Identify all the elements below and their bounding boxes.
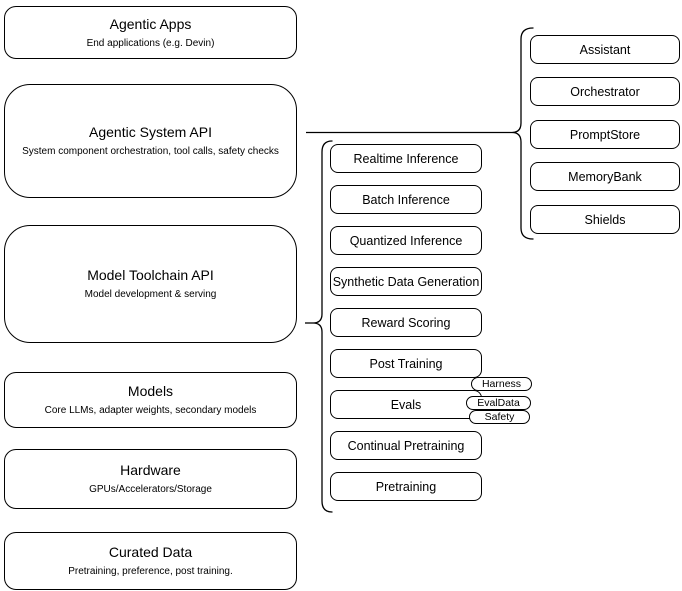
node-label: Shields [584,212,626,227]
node-label: Synthetic Data Generation [332,274,480,289]
node-orchestrator[interactable]: Orchestrator [530,77,680,106]
node-label: Orchestrator [570,84,640,99]
node-title: Models [127,383,174,399]
node-agentic-apps[interactable]: Agentic Apps End applications (e.g. Devi… [4,6,297,59]
node-batch-inference[interactable]: Batch Inference [330,185,482,214]
tag-evaldata[interactable]: EvalData [466,396,531,410]
node-title: Agentic Apps [109,15,192,32]
node-label: Continual Pretraining [347,438,465,453]
tag-safety[interactable]: Safety [469,410,530,424]
tag-label: Safety [484,411,515,423]
node-memorybank[interactable]: MemoryBank [530,162,680,191]
node-continual-pretraining[interactable]: Continual Pretraining [330,431,482,460]
node-hardware[interactable]: Hardware GPUs/Accelerators/Storage [4,449,297,509]
node-label: Assistant [579,42,631,57]
node-subtitle: Core LLMs, adapter weights, secondary mo… [44,405,257,416]
node-label: Batch Inference [362,192,450,207]
tag-harness[interactable]: Harness [471,377,532,391]
node-model-toolchain-api[interactable]: Model Toolchain API Model development & … [4,225,297,343]
node-label: PromptStore [569,127,641,142]
node-pretraining[interactable]: Pretraining [330,472,482,501]
node-subtitle: Pretraining, preference, post training. [68,566,233,577]
node-realtime-inference[interactable]: Realtime Inference [330,144,482,173]
tag-label: Harness [481,378,522,390]
node-assistant[interactable]: Assistant [530,35,680,64]
node-label: Post Training [369,356,443,371]
node-subtitle: System component orchestration, tool cal… [22,146,279,157]
node-label: MemoryBank [568,169,642,184]
node-subtitle: End applications (e.g. Devin) [86,37,215,49]
node-label: Quantized Inference [349,233,463,248]
node-subtitle: GPUs/Accelerators/Storage [89,484,212,495]
node-title: Curated Data [108,544,193,560]
node-subtitle: Model development & serving [84,289,217,300]
tag-label: EvalData [477,397,520,409]
node-title: Model Toolchain API [87,267,214,283]
node-agentic-system-api[interactable]: Agentic System API System component orch… [4,84,297,198]
node-quantized-inference[interactable]: Quantized Inference [330,226,482,255]
node-reward-scoring[interactable]: Reward Scoring [330,308,482,337]
node-title: Agentic System API [89,124,212,140]
node-curated-data[interactable]: Curated Data Pretraining, preference, po… [4,532,297,590]
node-label: Pretraining [375,479,437,494]
node-promptstore[interactable]: PromptStore [530,120,680,149]
node-synthetic-data-generation[interactable]: Synthetic Data Generation [330,267,482,296]
node-post-training[interactable]: Post Training [330,349,482,378]
node-evals[interactable]: Evals [330,390,482,419]
node-label: Reward Scoring [361,315,451,330]
node-label: Evals [390,397,422,412]
node-models[interactable]: Models Core LLMs, adapter weights, secon… [4,372,297,428]
node-title: Hardware [120,462,181,478]
node-label: Realtime Inference [353,151,459,166]
node-shields[interactable]: Shields [530,205,680,234]
